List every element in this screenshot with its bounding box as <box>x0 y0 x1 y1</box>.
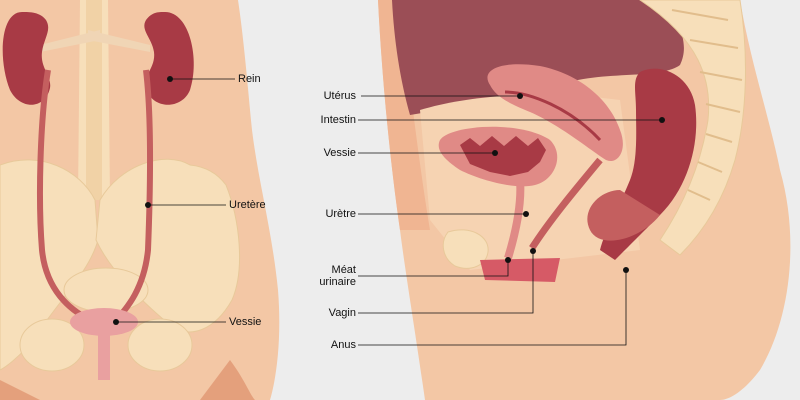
renal-vessel <box>88 30 150 52</box>
vulva <box>480 258 560 282</box>
uterus-label: Utérus <box>323 90 356 102</box>
abdominal-organ <box>392 0 684 115</box>
ureter-left <box>37 69 92 323</box>
hip-joint-left <box>19 318 85 372</box>
bladder-lumen <box>460 136 546 176</box>
intestine-label: Intestin <box>320 114 356 126</box>
hip-joint-right <box>127 318 193 372</box>
kidney-label: Rein <box>238 73 261 85</box>
vagina-leader-line <box>358 251 534 314</box>
vagina-label: Vagin <box>328 307 356 319</box>
ureter-right <box>115 69 153 320</box>
spinal-column <box>86 0 102 200</box>
frontal-view-figure <box>0 0 280 400</box>
kidney-left <box>2 12 51 105</box>
uterus <box>487 64 623 161</box>
bladder-label-left: Vessie <box>229 316 262 328</box>
pubic-bone-sagittal <box>442 229 489 269</box>
thigh-shadow-right <box>200 360 255 400</box>
uterine-cavity <box>504 90 602 142</box>
sacrum <box>639 0 746 256</box>
urethra-label: Urètre <box>325 208 356 220</box>
bladder-label-right: Vessie <box>323 147 356 159</box>
ureter-label: Uretère <box>229 199 266 211</box>
kidney-right <box>144 12 194 105</box>
skin-layer <box>378 0 430 230</box>
anus-label: Anus <box>330 339 356 351</box>
meatus-label: Méat urinaire <box>319 264 356 288</box>
meatus-label-line2: urinaire <box>319 276 356 288</box>
meatus-leader-line <box>358 260 509 277</box>
vagina <box>529 157 603 250</box>
anus-leader-line <box>358 270 627 346</box>
vertebrae <box>671 9 743 201</box>
thigh-shadow <box>0 380 40 400</box>
urethra-front <box>98 334 110 380</box>
bladder-front <box>70 308 138 336</box>
renal-vessel-left <box>40 30 100 52</box>
sagittal-view-figure <box>358 0 791 400</box>
meatus-label-line1: Méat <box>331 264 356 276</box>
rectum-fold <box>587 190 660 241</box>
urethra <box>504 179 525 260</box>
